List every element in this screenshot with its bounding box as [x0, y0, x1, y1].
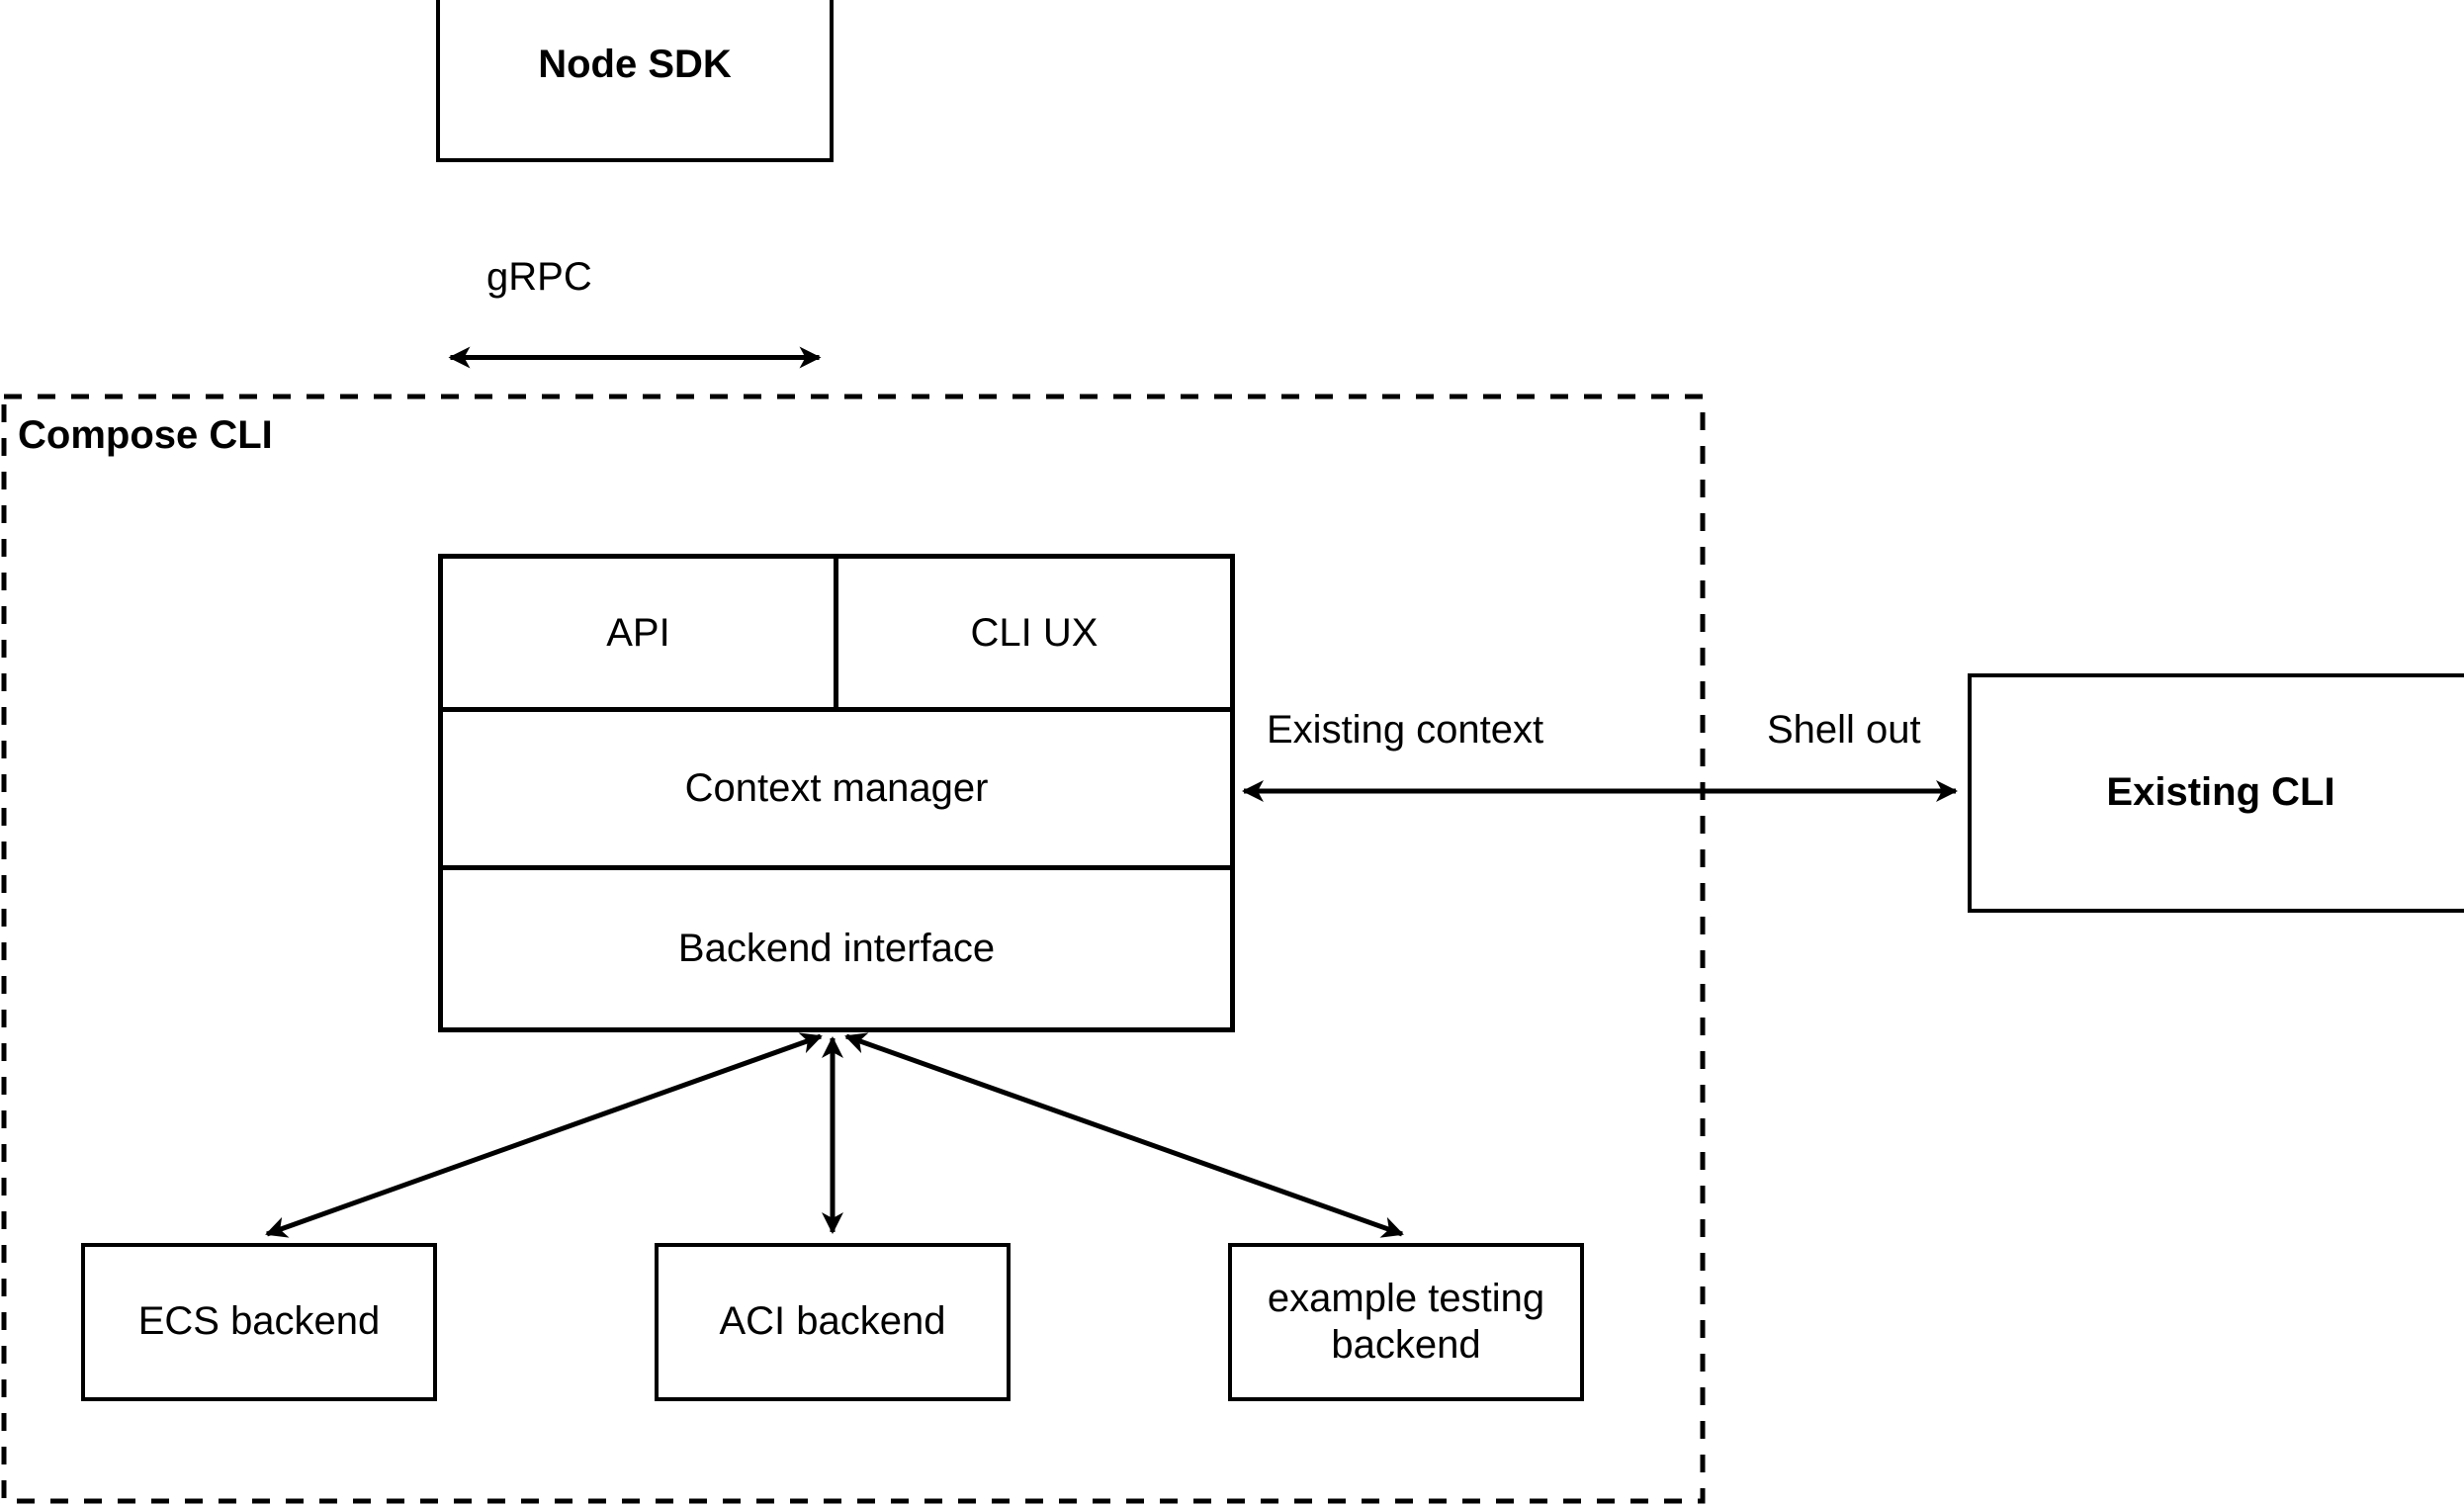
stack-cell-cli-ux[interactable]: CLI UX — [838, 559, 1230, 707]
stack-cell-backend-interface-label: Backend interface — [677, 927, 996, 970]
node-aci-backend-label: ACI backend — [719, 1299, 946, 1344]
node-node-sdk[interactable]: Node SDK — [436, 0, 834, 162]
stack-cell-api[interactable]: API — [443, 559, 838, 707]
edge-label-grpc: gRPC — [486, 255, 592, 299]
stack-cell-cli-ux-label: CLI UX — [970, 610, 1099, 655]
compose-cli-stack: API CLI UX Context manager Backend inter… — [438, 554, 1235, 1032]
stack-cell-backend-interface[interactable]: Backend interface — [443, 870, 1230, 1027]
edge-label-shell-out: Shell out — [1767, 708, 1921, 752]
node-example-testing-backend-label-line1: example testing — [1267, 1276, 1545, 1320]
node-example-testing-backend[interactable]: example testing backend — [1228, 1243, 1584, 1401]
node-existing-cli-label: Existing CLI — [2106, 770, 2335, 815]
stack-cell-context-manager-label: Context manager — [684, 766, 989, 810]
node-ecs-backend[interactable]: ECS backend — [81, 1243, 437, 1401]
node-ecs-backend-label: ECS backend — [137, 1299, 381, 1344]
stack-cell-api-label: API — [606, 610, 670, 655]
node-aci-backend[interactable]: ACI backend — [655, 1243, 1011, 1401]
node-existing-cli[interactable]: Existing CLI — [1968, 673, 2464, 913]
compose-cli-group-label: Compose CLI — [18, 413, 273, 457]
connector-ecs-backend — [265, 1032, 823, 1238]
edge-label-existing-context: Existing context — [1267, 708, 1544, 752]
stack-row-top: API CLI UX — [443, 559, 1230, 712]
connector-example-testing-backend — [844, 1032, 1404, 1238]
stack-cell-context-manager[interactable]: Context manager — [443, 712, 1230, 870]
node-example-testing-backend-label-line2: backend — [1331, 1323, 1481, 1367]
node-node-sdk-label: Node SDK — [538, 43, 732, 87]
compose-cli-group-border — [1, 394, 1706, 1504]
